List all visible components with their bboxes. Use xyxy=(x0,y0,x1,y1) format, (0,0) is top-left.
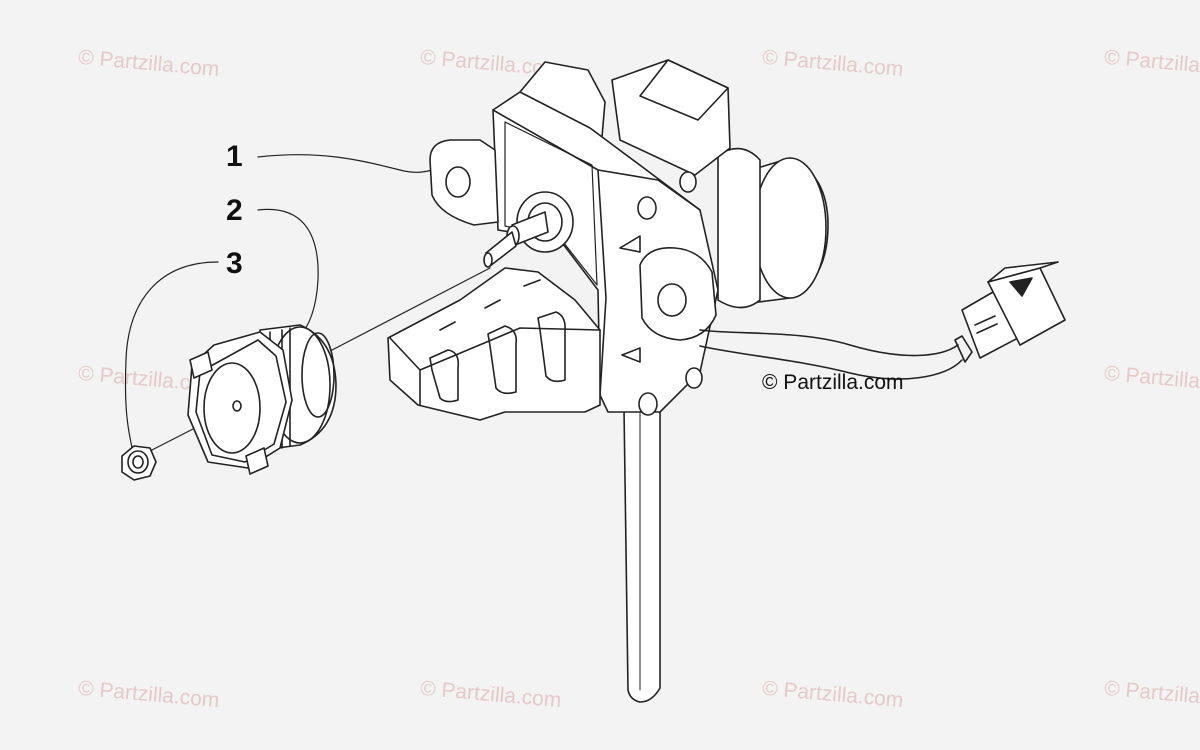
leader-line-1 xyxy=(257,154,433,173)
mounting-cradle xyxy=(387,267,601,421)
part-2-hex-collar xyxy=(187,331,293,475)
upper-housing xyxy=(519,59,731,176)
leader-line-2 xyxy=(257,208,319,339)
actuator-lever xyxy=(623,407,661,703)
callout-number-3: 3 xyxy=(226,247,243,280)
callout-number-1: 1 xyxy=(226,140,243,173)
electrical-connector xyxy=(961,261,1066,359)
wiring-harness xyxy=(699,329,973,380)
part-3-hex-nut xyxy=(121,445,157,481)
gear-housing xyxy=(429,91,719,416)
shaft-axis-line xyxy=(331,267,491,351)
partzilla-credit: © Partzilla.com xyxy=(762,371,904,394)
leader-line-3 xyxy=(124,261,219,453)
motor-body xyxy=(717,147,829,309)
output-shaft xyxy=(483,191,574,268)
callout-number-2: 2 xyxy=(226,194,243,227)
